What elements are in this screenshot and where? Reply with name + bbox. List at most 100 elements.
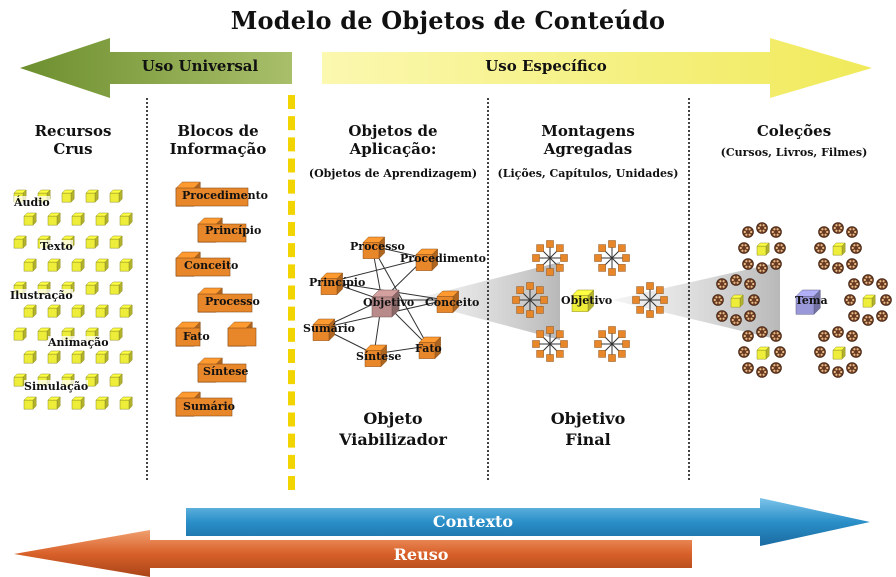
- raw-resource-cube: [23, 304, 37, 318]
- network-node-label: Síntese: [356, 350, 402, 363]
- collection-item: [818, 226, 830, 238]
- network-node-label: Processo: [350, 240, 405, 253]
- collection-item: [846, 330, 858, 342]
- collection-item: [832, 262, 844, 274]
- column-heading-info-blocks: Blocos de Informação: [169, 122, 267, 158]
- network-center-label: Objetivo: [363, 296, 415, 309]
- raw-resource-cube: [47, 350, 61, 364]
- collection-item: [712, 294, 724, 306]
- collection-center-label: Tema: [795, 294, 828, 307]
- collection-item: [814, 242, 826, 254]
- network-node: [415, 248, 439, 272]
- column-divider: [688, 98, 690, 480]
- collection-item: [774, 346, 786, 358]
- collection-cube: [832, 346, 846, 360]
- collection-item: [832, 326, 844, 338]
- raw-resource-label: Ilustração: [10, 289, 73, 302]
- network-node: [362, 236, 386, 260]
- column-heading-collections: Coleções: [756, 122, 832, 140]
- raw-resource-label: Simulação: [24, 380, 89, 393]
- collection-item: [742, 362, 754, 374]
- raw-resource-cube: [13, 373, 27, 387]
- raw-resource-cube: [47, 212, 61, 226]
- raw-resource-cube: [13, 327, 27, 341]
- aggregate-wheel: [532, 240, 568, 276]
- collection-item: [770, 362, 782, 374]
- network-node-label: Princípio: [309, 276, 366, 289]
- collection-item: [756, 222, 768, 234]
- final-objective-label: Objetivo Final: [550, 409, 626, 449]
- collection-item: [748, 294, 760, 306]
- info-block-label: Procedimento: [182, 189, 269, 202]
- yellow-divider: [288, 95, 295, 490]
- raw-resource-cube: [23, 212, 37, 226]
- raw-resource-label: Animação: [48, 336, 109, 349]
- aggregate-center: [571, 289, 595, 313]
- raw-resource-cube: [85, 189, 99, 203]
- network-node-label: Conceito: [425, 296, 480, 309]
- specific-use-arrow: [322, 38, 872, 98]
- raw-resource-cube: [95, 350, 109, 364]
- raw-resource-cube: [95, 396, 109, 410]
- collection-item: [846, 362, 858, 374]
- collection-item: [844, 294, 856, 306]
- column-heading-application-objects: Objetos de Aplicação:: [348, 122, 438, 158]
- collection-item: [770, 258, 782, 270]
- raw-resource-cube: [119, 304, 133, 318]
- collection-item: [730, 314, 742, 326]
- raw-resource-label: Texto: [40, 240, 73, 253]
- collection-item: [862, 274, 874, 286]
- network-edge: [371, 245, 429, 347]
- raw-resource-cube: [47, 304, 61, 318]
- raw-resource-cube: [95, 212, 109, 226]
- network-edge: [329, 257, 426, 283]
- collection-item: [876, 310, 888, 322]
- raw-resource-cube: [23, 258, 37, 272]
- column-heading-raw-resources: Recursos Crus: [34, 122, 112, 158]
- raw-resource-cube: [95, 258, 109, 272]
- collection-cube: [832, 242, 846, 256]
- raw-resource-cube: [47, 258, 61, 272]
- info-block: [197, 363, 247, 383]
- collection-cube: [756, 346, 770, 360]
- network-node-label: Fato: [415, 342, 442, 355]
- context-label: Contexto: [432, 512, 514, 531]
- network-node-label: Procedimento: [400, 252, 487, 265]
- raw-resource-cube: [71, 396, 85, 410]
- collection-item: [742, 226, 754, 238]
- aggregate-wheel: [532, 326, 568, 362]
- info-block-label: Sumário: [183, 400, 236, 413]
- funnel-left: [410, 262, 560, 340]
- column-divider: [146, 98, 148, 480]
- reuse-label: Reuso: [393, 545, 449, 564]
- info-block: [175, 397, 233, 417]
- info-block-label: Fato: [183, 330, 210, 343]
- context-arrow: [186, 498, 870, 546]
- raw-resource-cube: [23, 396, 37, 410]
- collection-item: [742, 258, 754, 270]
- collection-item: [832, 366, 844, 378]
- collection-item: [774, 242, 786, 254]
- collection-item: [770, 226, 782, 238]
- raw-resource-cube: [109, 373, 123, 387]
- raw-resource-cube: [23, 350, 37, 364]
- info-block: [175, 187, 249, 207]
- collection-item: [818, 362, 830, 374]
- raw-resource-cube: [71, 304, 85, 318]
- collection-item: [880, 294, 892, 306]
- raw-resource-cube: [61, 189, 75, 203]
- enabling-object-label: Objeto Viabilizador: [339, 409, 447, 449]
- column-subtitle-collections: (Cursos, Livros, Filmes): [720, 146, 868, 159]
- raw-resource-cube: [95, 304, 109, 318]
- raw-resource-cube: [71, 212, 85, 226]
- raw-resource-cube: [85, 281, 99, 295]
- raw-resource-cube: [119, 350, 133, 364]
- info-block: [227, 327, 257, 347]
- column-subtitle-aggregates: (Lições, Capítulos, Unidades): [497, 167, 679, 180]
- network-node: [418, 336, 442, 360]
- column-divider: [487, 98, 489, 480]
- info-block: [197, 223, 247, 243]
- collection-item: [832, 222, 844, 234]
